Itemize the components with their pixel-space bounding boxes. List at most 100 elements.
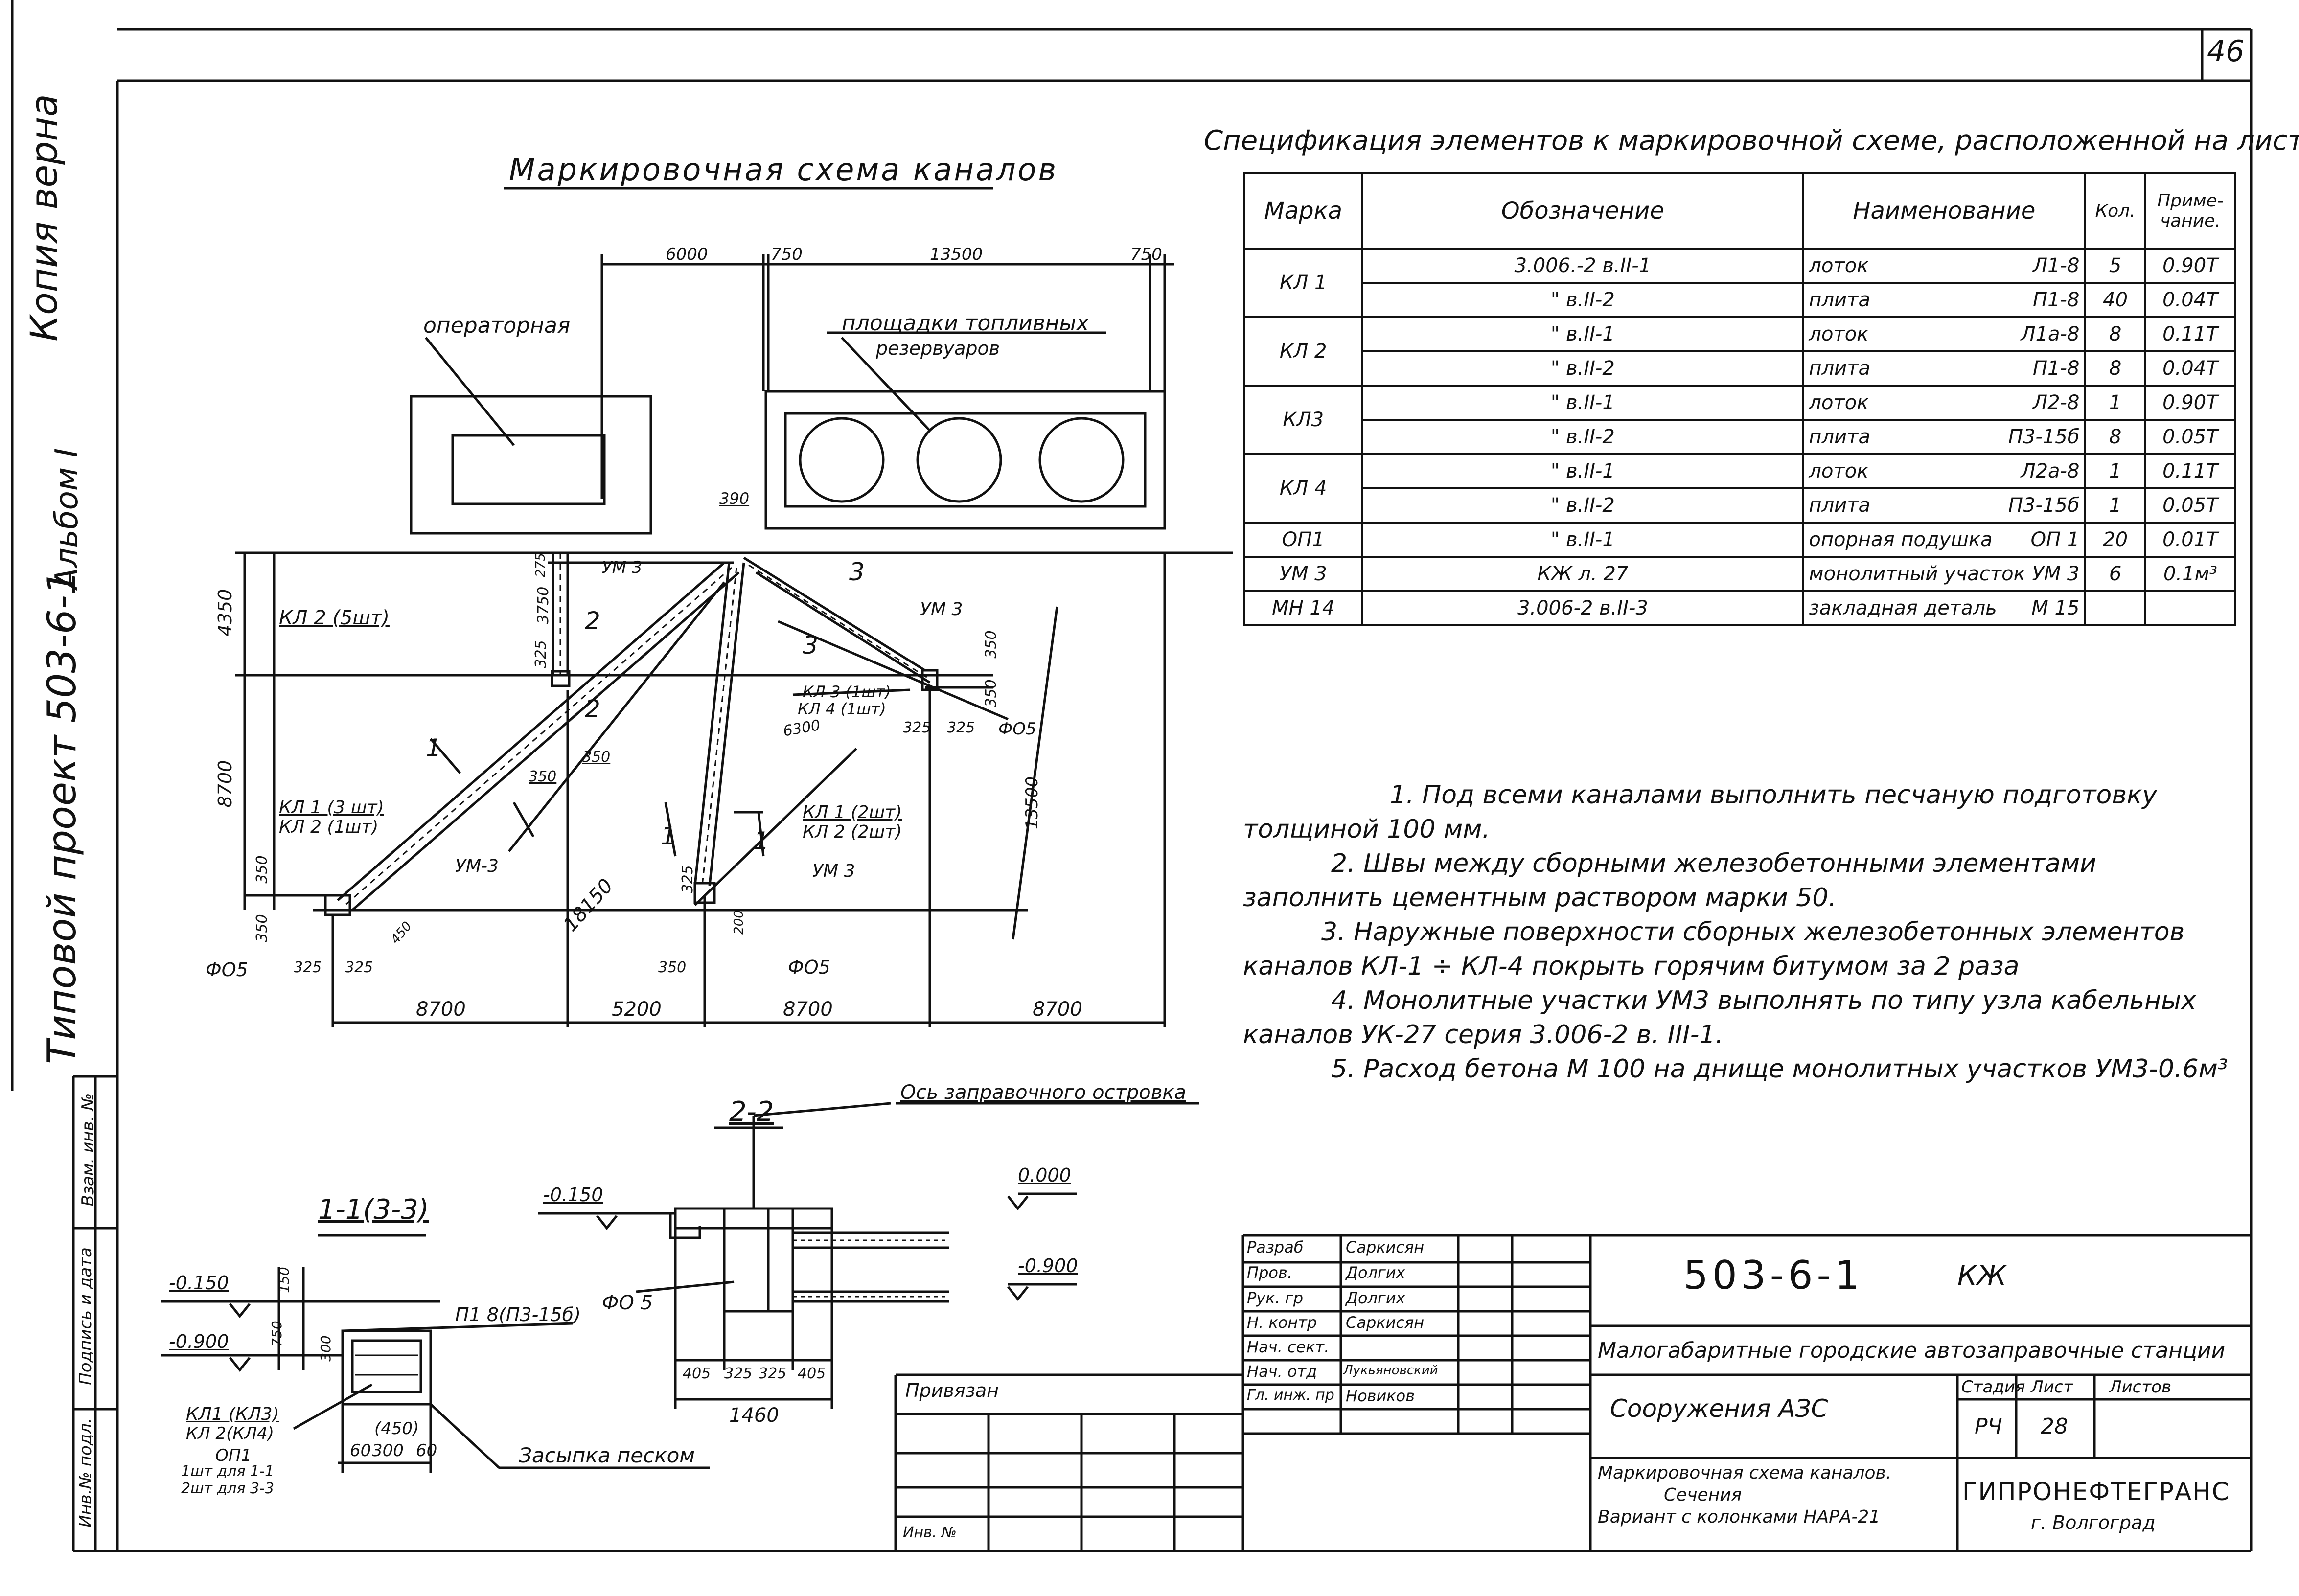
spec-header: Кол. (2084, 172, 2146, 250)
section-1-dim: 60 (416, 1441, 437, 1460)
label-um3: УМ-3 (455, 856, 499, 876)
bottom-dim: 8700 (416, 998, 466, 1021)
section-1-label: 2шт для 3-3 (181, 1480, 275, 1497)
tb-object: Сооружения АЗС (1610, 1394, 1828, 1423)
dim-325: 325 (947, 719, 975, 736)
tb-role: Рук. гр (1247, 1289, 1304, 1307)
section-1-dim: 60 (350, 1441, 371, 1460)
tb-mark: КЖ (1957, 1260, 2007, 1292)
tb-org: ГИПРОНЕФТЕГРАНС (1962, 1478, 2230, 1506)
bottom-dim: 8700 (1033, 998, 1082, 1021)
tb-stage-header: Стадия (1961, 1377, 2025, 1397)
room-operator-label: операторная (423, 313, 571, 338)
tb-stage: РЧ (1975, 1414, 2002, 1439)
notes-block: 1. Под всеми каналами выполнить песчаную… (1243, 778, 2241, 1086)
tb-sheet-header: Лист (2031, 1377, 2073, 1397)
dim-325: 325 (294, 959, 322, 976)
section-2-total: 1460 (729, 1404, 779, 1427)
tb-project-name: Малогабаритные городские автозаправочные… (1598, 1338, 2226, 1363)
bottom-dim: 8700 (783, 998, 833, 1021)
section-2-level: -0.150 (543, 1184, 603, 1206)
section-2-dim: 325 (759, 1365, 787, 1382)
dim-325: 325 (345, 959, 373, 976)
label-fo5: ФО5 (998, 719, 1036, 739)
label-um3: УМ 3 (812, 861, 855, 881)
tb-sheet-title: Сечения (1664, 1485, 1742, 1505)
tb-role: Разраб (1247, 1238, 1304, 1256)
section-1-label: ОП1 (215, 1446, 252, 1465)
section-1-level: -0.150 (169, 1272, 229, 1294)
tb-role: Нач. отд (1247, 1362, 1317, 1381)
section-2-axis: Ось заправочного островка (900, 1081, 1186, 1104)
section-1-label: КЛ 2(КЛ4) (186, 1424, 275, 1443)
note-item: 2. Швы между сборными железобетонными эл… (1243, 849, 2096, 912)
section-1-label: КЛ1 (КЛ3) (186, 1404, 279, 1424)
section-2-dim: 405 (683, 1365, 711, 1382)
label-kl3-1pc: КЛ 3 (1шт) (803, 683, 891, 701)
spec-header: Наименование (1802, 172, 2087, 250)
bottom-dim: 5200 (612, 998, 662, 1021)
plan-title: Маркировочная схема каналов (509, 152, 1058, 187)
tb-sheet: 28 (2041, 1414, 2068, 1439)
section-1-label: 1шт для 1-1 (181, 1463, 275, 1480)
tb-name: Лукьяновский (1343, 1363, 1438, 1378)
spec-header: Марка (1242, 172, 1364, 250)
label-kl2-5pcs: КЛ 2 (5шт) (279, 607, 390, 629)
section-mark: 1 (661, 822, 676, 850)
dim-350: 350 (529, 768, 557, 785)
note-item: 3. Наружные поверхности сборных железобе… (1243, 917, 2185, 981)
section-1-inner-dim: (450) (374, 1419, 419, 1438)
tb-name: Саркисян (1346, 1313, 1425, 1332)
section-1-title: 1-1(3-3) (318, 1194, 429, 1226)
spec-header-row: Марка Обозначение Наименование Кол. Прим… (1242, 172, 2237, 250)
spec-table: Марка Обозначение Наименование Кол. Прим… (1242, 172, 2237, 626)
tb-name: Новиков (1346, 1387, 1415, 1405)
label-kl1-2pcs: КЛ 1 (2шт) (803, 802, 902, 822)
label-um3: УМ 3 (920, 599, 963, 619)
top-dim: 750 (1130, 245, 1162, 264)
label-fo5: ФО5 (206, 959, 248, 980)
section-mark: 2 (585, 607, 600, 635)
bind-label: Привязан (905, 1380, 999, 1401)
section-mark: 3 (803, 631, 818, 660)
spec-title: Спецификация элементов к маркировочной с… (1204, 125, 2299, 157)
top-dim: 13500 (930, 245, 983, 264)
tb-sheets-header: Листов (2109, 1377, 2172, 1397)
tb-name: Саркисян (1346, 1238, 1425, 1256)
tb-role: Н. контр (1247, 1313, 1317, 1332)
tb-name: Долгих (1346, 1289, 1405, 1307)
page-number: 46 (2207, 34, 2245, 68)
dim-390: 390 (719, 489, 750, 508)
tb-code: 503-6-1 (1683, 1253, 1864, 1298)
section-1-level: -0.900 (169, 1331, 229, 1352)
dim-325: 325 (903, 719, 931, 736)
tank-area-label-1: площадки топливных (842, 311, 1089, 336)
plan-linework (235, 187, 1233, 1027)
section-2-dim: 405 (798, 1365, 826, 1382)
tb-role: Гл. инж. пр (1247, 1387, 1334, 1404)
section-mark: 2 (585, 695, 600, 723)
section-1-slab-label: П1 8(П3-15б) (455, 1304, 581, 1325)
note-item: 1. Под всеми каналами выполнить песчаную… (1243, 780, 2158, 844)
section-mark: 1 (754, 827, 769, 855)
section-2-fo: ФО 5 (602, 1292, 653, 1314)
section-2-title: 2-2 (729, 1096, 774, 1128)
tank-area-label-2: резервуаров (876, 338, 1000, 359)
note-item: 4. Монолитные участки УМ3 выполнять по т… (1243, 986, 2196, 1049)
note-item: 5. Расход бетона М 100 на днище монолитн… (1331, 1054, 2228, 1084)
dim-350: 350 (658, 959, 687, 976)
